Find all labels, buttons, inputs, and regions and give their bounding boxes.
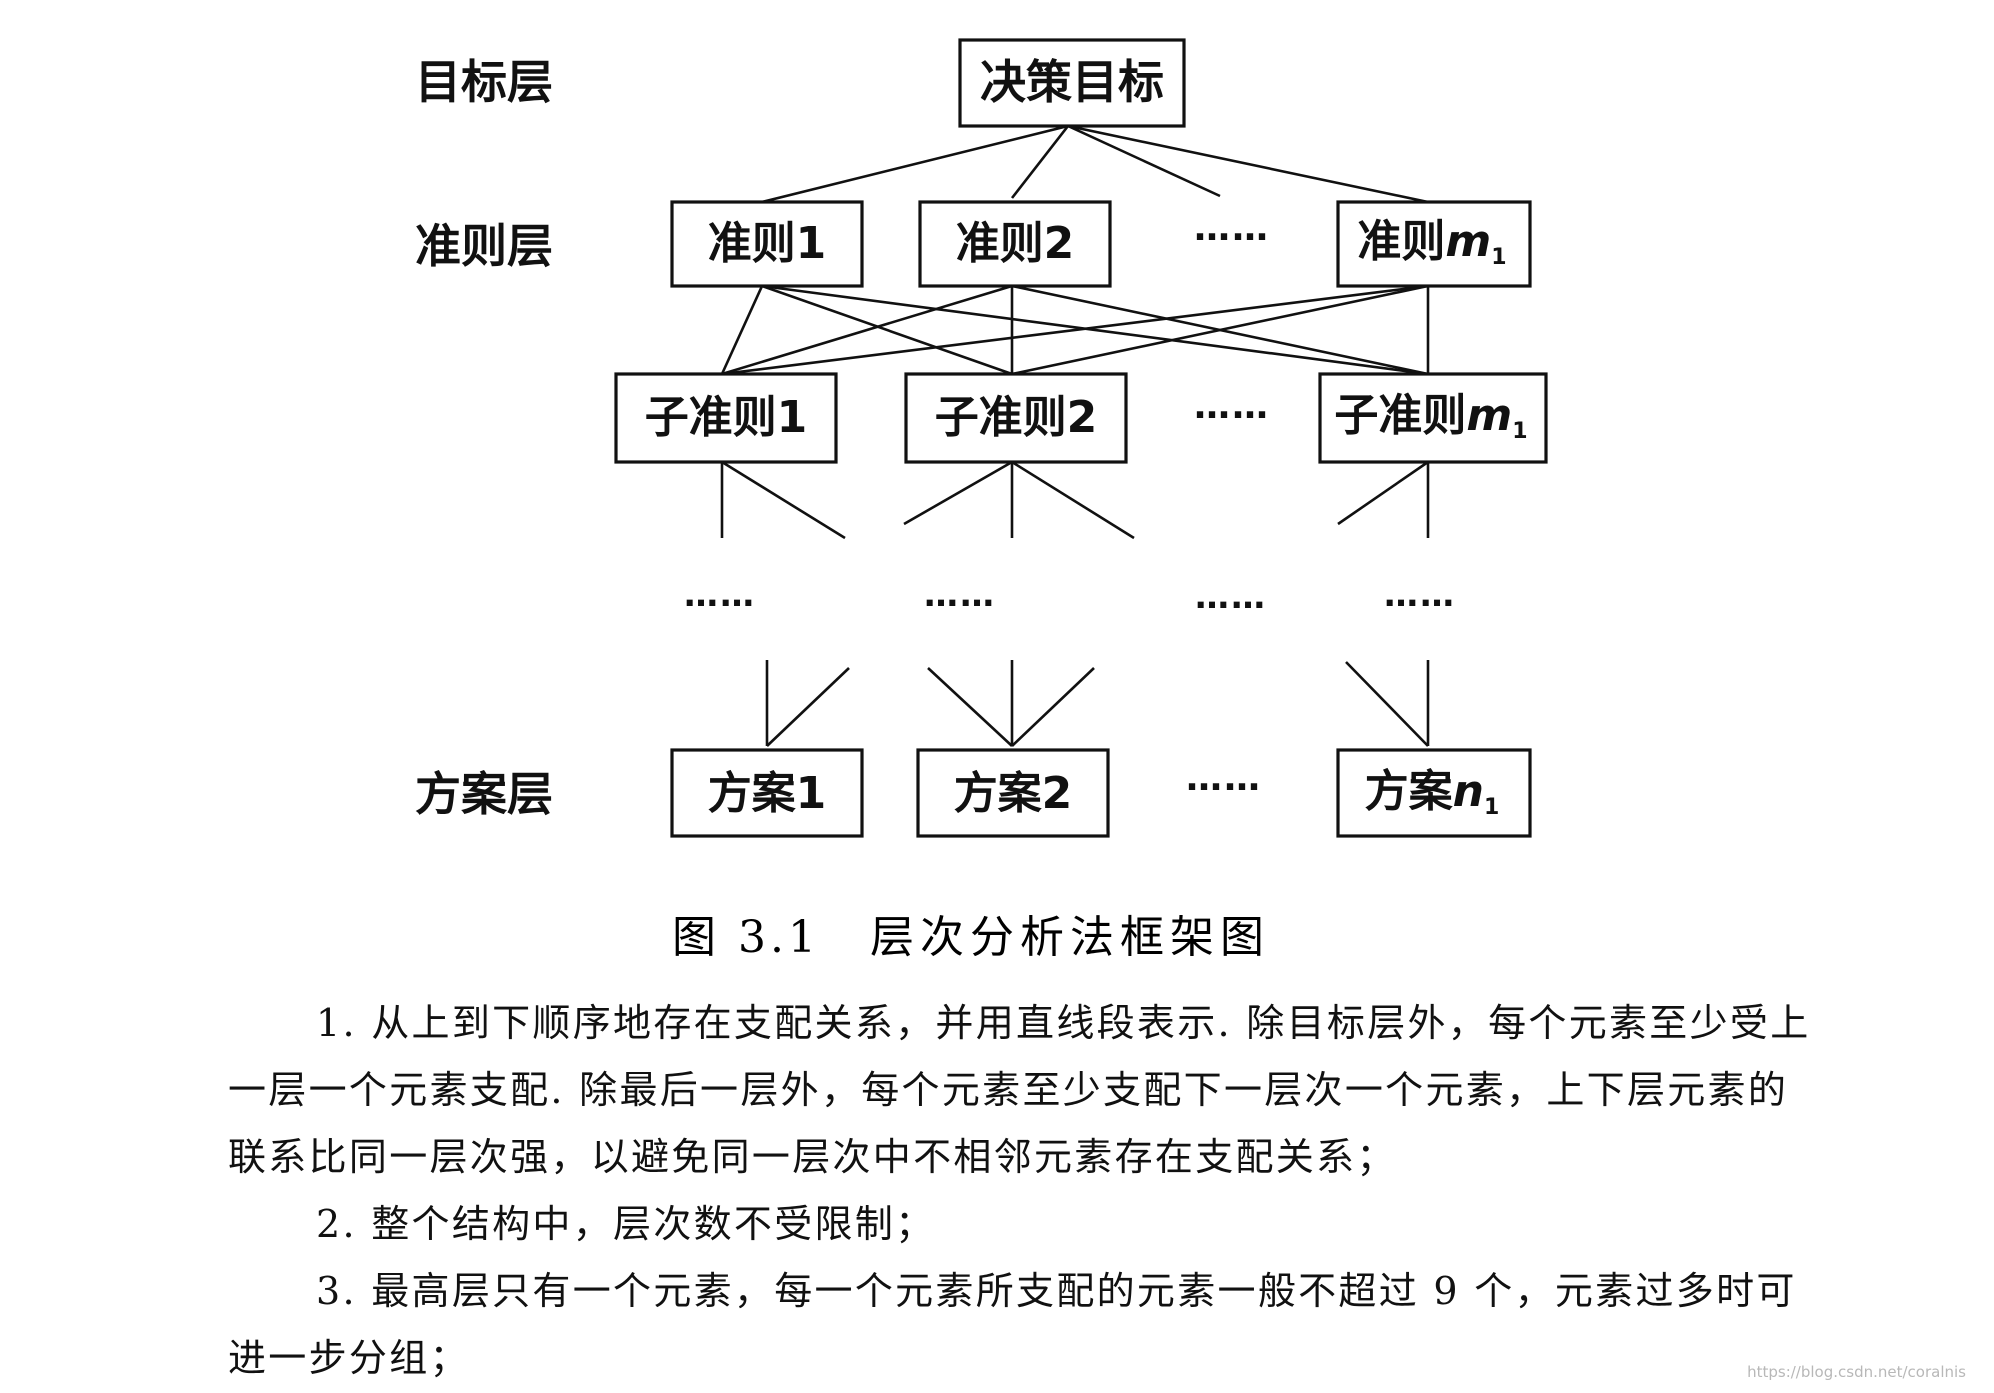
- alternative-node-label-sub: 1: [1484, 795, 1499, 820]
- criteria-node-label: 准则2: [956, 218, 1075, 269]
- middle-ellipsis: ……: [1384, 575, 1456, 615]
- paragraph-3-line-1: 3. 最高层只有一个元素，每一个元素所支配的元素一般不超过 9 个，元素过多时可: [316, 1269, 1797, 1313]
- edge: [1345, 661, 1429, 747]
- ahp-framework-diagram: 目标层 准则层 方案层: [415, 38, 1548, 960]
- figure-caption: 图 3.1 层次分析法框架图: [672, 912, 1270, 960]
- subcriteria-ellipsis: ……: [1194, 386, 1270, 427]
- criteria-node-label-var: m: [1445, 216, 1491, 267]
- edges-goal-criteria: [761, 124, 1429, 204]
- edge: [761, 284, 1429, 376]
- subcriteria-node-label-sub: 1: [1512, 419, 1527, 444]
- body-text: 1. 从上到下顺序地存在支配关系，并用直线段表示. 除目标层外，每个元素至少受上…: [228, 990, 1948, 1392]
- edge: [761, 124, 1069, 204]
- edge: [1067, 124, 1429, 204]
- goal-node: 决策目标: [958, 38, 1186, 128]
- paragraph-1-line-2: 一层一个元素支配. 除最后一层外，每个元素至少支配下一层次一个元素，上下层元素的: [228, 1068, 1789, 1112]
- subcriteria-node-label: 子准则2: [935, 392, 1098, 443]
- subcriteria-node-label: 子准则1: [645, 392, 808, 443]
- subcriteria-node-label-var: m: [1466, 390, 1512, 441]
- alternatives-layer-label: 方案层: [415, 767, 553, 821]
- edge: [1011, 667, 1095, 747]
- edge: [903, 460, 1013, 526]
- goal-layer-label: 目标层: [415, 55, 553, 109]
- edges-criteria-subcriteria: [720, 284, 1430, 376]
- middle-ellipsis-row: …… …… …… ……: [684, 575, 1456, 617]
- criteria-layer-label: 准则层: [415, 219, 553, 273]
- subcriteria-node-label: 子准则m1: [1334, 390, 1527, 444]
- subcriteria-node-2: 子准则2: [904, 372, 1128, 464]
- paragraph-3-line-2: 进一步分组；: [228, 1336, 470, 1380]
- paragraph-2: 2. 整个结构中，层次数不受限制；: [316, 1202, 936, 1246]
- edge: [1010, 125, 1070, 199]
- edge: [761, 284, 1013, 376]
- middle-ellipsis: ……: [1195, 577, 1267, 617]
- edges-subcriteria-stubs: [720, 460, 1430, 540]
- edge: [720, 285, 764, 375]
- middle-ellipsis: ……: [684, 575, 756, 615]
- criteria-node-1: 准则1: [670, 200, 864, 288]
- middle-ellipsis: ……: [924, 575, 996, 615]
- paragraph-1-line-3: 联系比同一层次强，以避免同一层次中不相邻元素存在支配关系；: [228, 1135, 1397, 1179]
- criteria-node-label-base: 准则: [1357, 216, 1445, 267]
- criteria-node-2: 准则2: [918, 200, 1112, 288]
- caption-number: 图 3.1: [672, 912, 820, 960]
- edge: [721, 284, 1429, 376]
- criteria-node-label-sub: 1: [1491, 245, 1506, 270]
- caption-title: 层次分析法框架图: [870, 912, 1270, 960]
- alternative-node-label: 方案2: [954, 768, 1073, 819]
- edge: [721, 460, 846, 540]
- edge: [721, 284, 1013, 376]
- criteria-ellipsis: ……: [1194, 208, 1270, 249]
- goal-node-label: 决策目标: [980, 55, 1164, 109]
- alternative-node-n1: 方案n1: [1336, 748, 1532, 838]
- alternative-node-label-var: n: [1453, 766, 1484, 817]
- alternative-node-label: 方案1: [708, 768, 827, 819]
- alternative-node-label: 方案n1: [1365, 766, 1500, 820]
- criteria-node-m1: 准则m1: [1336, 200, 1532, 288]
- edge: [927, 667, 1013, 747]
- alternative-node-label-base: 方案: [1365, 766, 1454, 817]
- edge: [1011, 460, 1135, 540]
- alternative-node-1: 方案1: [670, 748, 864, 838]
- alternative-ellipsis: ……: [1186, 758, 1262, 799]
- subcriteria-node-label-base: 子准则: [1334, 390, 1466, 441]
- subcriteria-node-1: 子准则1: [614, 372, 838, 464]
- criteria-node-label: 准则m1: [1357, 216, 1506, 270]
- edge: [1337, 460, 1429, 526]
- edge: [766, 667, 850, 747]
- paragraph-1-line-1: 1. 从上到下顺序地存在支配关系，并用直线段表示. 除目标层外，每个元素至少受上: [316, 1001, 1811, 1045]
- criteria-node-label: 准则1: [708, 218, 827, 269]
- alternative-node-2: 方案2: [916, 748, 1110, 838]
- watermark: https://blog.csdn.net/coralnis: [1747, 1363, 1966, 1381]
- edge: [1067, 124, 1221, 198]
- subcriteria-node-m1: 子准则m1: [1318, 372, 1548, 464]
- edges-alternatives-stubs: [765, 660, 1430, 747]
- edge: [1011, 284, 1429, 376]
